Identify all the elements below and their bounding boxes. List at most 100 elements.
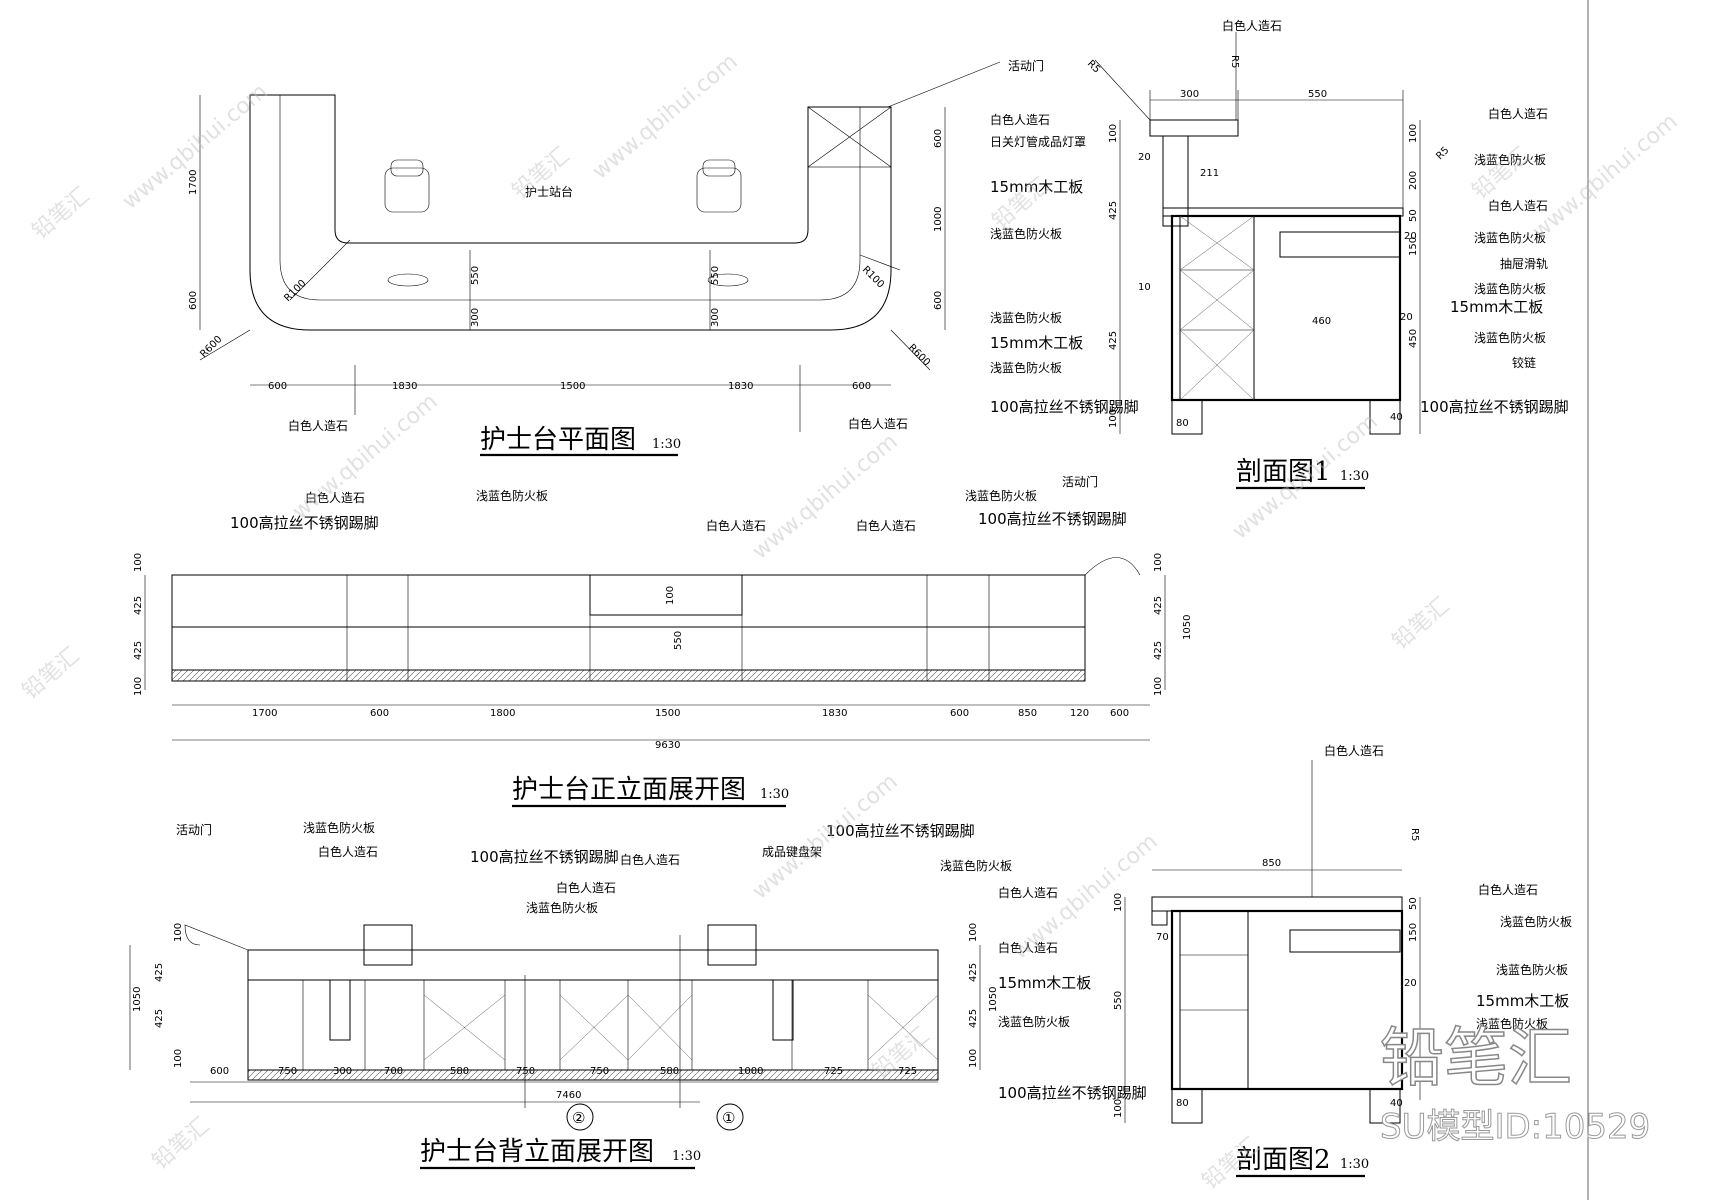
front-dims-bottom: 1700 600 1800 1500 1830 600 850 120 600 <box>252 708 1129 719</box>
back-elevation-view: ② ① 活动门 浅蓝色防火板 白色人造石 100高拉丝不锈钢踢脚 白色人造石 白… <box>129 820 1012 1170</box>
plan-dim-inner: 300 <box>710 308 721 327</box>
svg-text:425: 425 <box>1108 201 1119 220</box>
svg-text:725: 725 <box>824 1066 843 1077</box>
plan-dim-right: 1000 <box>933 207 944 232</box>
svg-text:浅蓝色防火板: 浅蓝色防火板 <box>1476 1016 1548 1031</box>
plan-dim-bottom: 1830 <box>392 381 417 392</box>
svg-text:白色人造石: 白色人造石 <box>1478 882 1538 897</box>
s1-left-label: 日关灯管成品灯罩 <box>990 134 1086 149</box>
section1-view: 白色人造石 R5 R5 R5 300 550 白色人造石 日关灯管成品灯罩 15… <box>990 18 1569 490</box>
svg-text:450: 450 <box>1408 329 1419 348</box>
svg-text:100高拉丝不锈钢踢脚: 100高拉丝不锈钢踢脚 <box>826 822 975 840</box>
svg-text:100: 100 <box>1153 553 1164 572</box>
svg-text:150: 150 <box>1408 237 1419 256</box>
svg-text:600: 600 <box>370 708 389 719</box>
s1-right-label: 100高拉丝不锈钢踢脚 <box>1420 398 1569 416</box>
svg-text:700: 700 <box>384 1066 403 1077</box>
s1-left-label: 15mm木工板 <box>990 178 1083 196</box>
svg-text:425: 425 <box>133 596 144 615</box>
svg-text:100: 100 <box>173 923 184 942</box>
svg-text:80: 80 <box>1176 1098 1189 1109</box>
s1-right-label: 铰链 <box>1512 355 1536 370</box>
watermark-layer: 铅笔汇 www.qbihui.com 铅笔汇 www.qbihui.com 铅笔… <box>18 49 1683 1194</box>
s1-right-label: 浅蓝色防火板 <box>1474 152 1546 167</box>
s1-right-label: 抽屉滑轨 <box>1500 257 1548 271</box>
svg-text:白色人造石: 白色人造石 <box>998 940 1058 955</box>
svg-text:浅蓝色防火板: 浅蓝色防火板 <box>526 900 598 915</box>
svg-text:活动门: 活动门 <box>176 822 212 837</box>
svg-text:100: 100 <box>133 553 144 572</box>
svg-text:浅蓝色防火板: 浅蓝色防火板 <box>998 1014 1070 1029</box>
svg-text:100高拉丝不锈钢踢脚: 100高拉丝不锈钢踢脚 <box>998 1084 1147 1102</box>
s2-left-labels: 白色人造石 白色人造石 15mm木工板 浅蓝色防火板 100高拉丝不锈钢踢脚 <box>998 885 1147 1102</box>
svg-text:1050: 1050 <box>132 987 143 1012</box>
svg-text:200: 200 <box>1408 171 1419 190</box>
svg-text:425: 425 <box>154 1009 165 1028</box>
plan-dim-bottom: 600 <box>268 381 287 392</box>
svg-text:1000: 1000 <box>738 1066 763 1077</box>
svg-text:100: 100 <box>968 1049 979 1068</box>
svg-text:425: 425 <box>1153 641 1164 660</box>
section2-view: 白色人造石 850 R5 白色人造石 白色人造石 15mm木工板 浅蓝色防火板 … <box>998 743 1572 1178</box>
svg-text:580: 580 <box>450 1066 469 1077</box>
s1-right-label: 浅蓝色防火板 <box>1474 281 1546 296</box>
section-marker-1 <box>716 1103 744 1131</box>
s1-left-label: 100高拉丝不锈钢踢脚 <box>990 398 1139 416</box>
svg-text:浅蓝色防火板: 浅蓝色防火板 <box>303 820 375 835</box>
front-label: 白色人造石 <box>856 518 916 533</box>
svg-text:白色人造石: 白色人造石 <box>998 885 1058 900</box>
svg-text:白色人造石: 白色人造石 <box>556 880 616 895</box>
svg-text:300: 300 <box>333 1066 352 1077</box>
front-scale: 1:30 <box>760 787 789 802</box>
plan-dim-left: 1700 <box>188 170 199 195</box>
svg-text:100: 100 <box>968 923 979 942</box>
s2-radius: R5 <box>1409 828 1420 841</box>
svg-text:浅蓝色防火板: 浅蓝色防火板 <box>1500 914 1572 929</box>
marker-label: ① <box>722 1109 735 1127</box>
svg-text:20: 20 <box>1404 978 1417 989</box>
s1-right-label: 浅蓝色防火板 <box>1474 330 1546 345</box>
s1-right-label: 白色人造石 <box>1488 198 1548 213</box>
front-total: 9630 <box>655 740 680 751</box>
svg-text:100: 100 <box>1113 893 1124 912</box>
front-title: 护士台正立面展开图 <box>512 775 746 805</box>
svg-text:www.qbihui.com: www.qbihui.com <box>748 429 903 564</box>
plan-stone-label-left: 白色人造石 <box>288 418 348 433</box>
s1-right-label: 白色人造石 <box>1488 106 1548 121</box>
watermark-brand-logo: 铅笔汇 <box>1380 1022 1572 1096</box>
svg-text:750: 750 <box>278 1066 297 1077</box>
s1-right-label: 15mm木工板 <box>1450 298 1543 316</box>
marker-label: ② <box>572 1109 585 1127</box>
svg-text:425: 425 <box>1153 596 1164 615</box>
svg-text:20: 20 <box>1400 312 1413 323</box>
back-total: 7460 <box>556 1090 581 1101</box>
svg-text:15mm木工板: 15mm木工板 <box>1476 992 1569 1010</box>
svg-text:750: 750 <box>590 1066 609 1077</box>
plan-door-label: 活动门 <box>1008 58 1044 73</box>
svg-text:600: 600 <box>950 708 969 719</box>
svg-text:725: 725 <box>898 1066 917 1077</box>
svg-text:425: 425 <box>1108 331 1119 350</box>
svg-text:20: 20 <box>1404 231 1417 242</box>
s1-inner-dim: 211 <box>1200 168 1219 179</box>
svg-text:铅笔汇: 铅笔汇 <box>18 643 85 705</box>
svg-text:150: 150 <box>1408 923 1419 942</box>
front-label: 100高拉丝不锈钢踢脚 <box>230 514 379 532</box>
svg-text:120: 120 <box>1070 708 1089 719</box>
plan-scale: 1:30 <box>652 437 681 452</box>
plan-dim-bottom: 1830 <box>728 381 753 392</box>
s2-scale: 1:30 <box>1340 1157 1369 1172</box>
s1-right-labels: 白色人造石 浅蓝色防火板 白色人造石 浅蓝色防火板 抽屉滑轨 浅蓝色防火板 15… <box>1420 106 1569 416</box>
s2-dim-top: 850 <box>1262 858 1281 869</box>
s1-left-label: 浅蓝色防火板 <box>990 360 1062 375</box>
svg-text:550: 550 <box>1113 991 1124 1010</box>
svg-text:www.qbihui.com: www.qbihui.com <box>288 389 443 524</box>
svg-text:1700: 1700 <box>252 708 277 719</box>
svg-text:40: 40 <box>1390 412 1403 423</box>
plan-dim-left: 600 <box>188 291 199 310</box>
svg-text:浅蓝色防火板: 浅蓝色防火板 <box>940 858 1012 873</box>
s1-dim-top: 550 <box>1308 89 1327 100</box>
front-label: 100高拉丝不锈钢踢脚 <box>978 510 1127 528</box>
svg-text:1500: 1500 <box>655 708 680 719</box>
s1-dims-left: 100 20 425 10 425 100 <box>1108 124 1151 428</box>
